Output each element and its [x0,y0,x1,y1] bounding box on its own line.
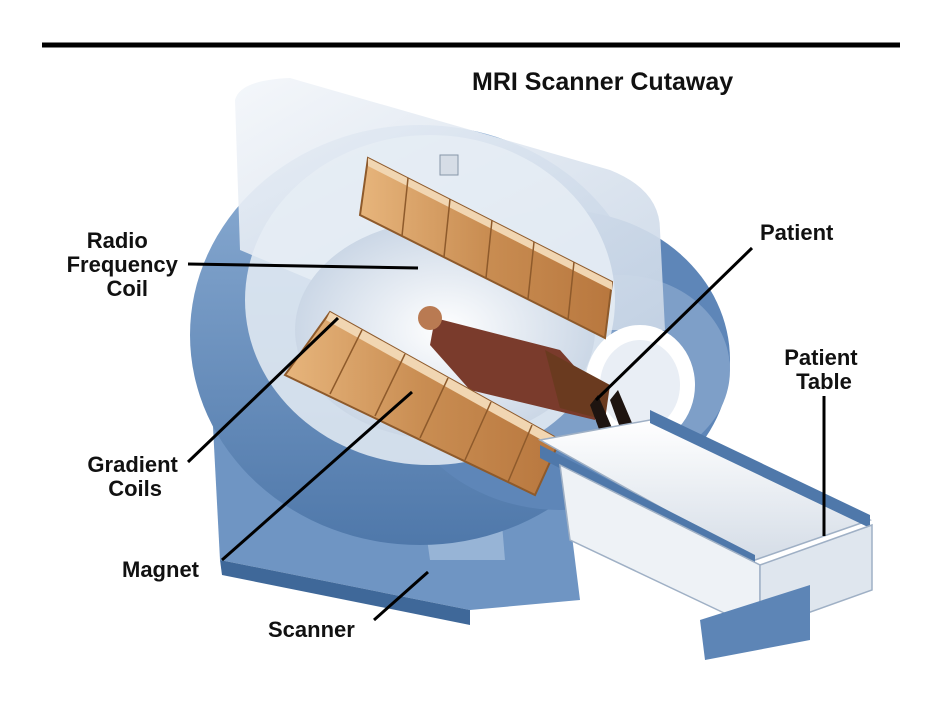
rf-coil-label-line-1: Radio [87,228,148,253]
rf-coil-label-line-2: Frequency [67,252,179,277]
patient-figure [418,306,635,440]
patient-table-label: Patient Table [784,345,863,394]
scanner-label: Scanner [268,617,355,642]
rf-coil-label: Radio Frequency Coil [67,228,184,301]
rf-coil-label-line-3: Coil [106,276,148,301]
patient-leader [594,246,754,402]
magnet-leader [221,390,413,562]
gradient-coils-label: Gradient Coils [87,452,184,501]
patient-table-label-line-2: Table [796,369,852,394]
gradient-coils-label-line-1: Gradient [87,452,178,477]
gradient-coils-leader [186,316,340,464]
upper-coil-panel [358,154,614,340]
gradient-coils-label-line-2: Coils [108,476,162,501]
magnet-label: Magnet [122,557,200,582]
patient-table-label-line-1: Patient [784,345,858,370]
patient-table [537,410,873,660]
patient-label: Patient [760,220,834,245]
lower-coil-panel [283,310,562,497]
scanner-leader [373,570,429,622]
diagram-title: MRI Scanner Cutaway [472,68,733,96]
rf-coil-leader [187,262,419,270]
